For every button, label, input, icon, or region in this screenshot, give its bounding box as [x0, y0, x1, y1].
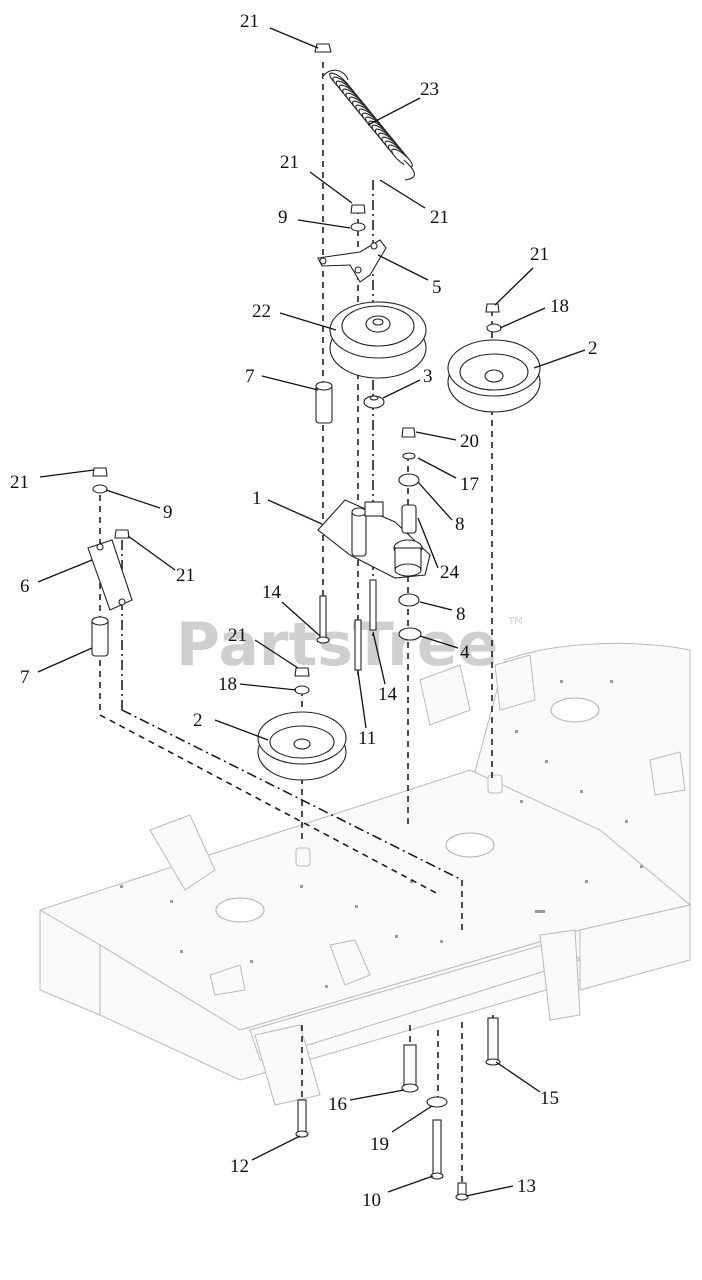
spacer-3: [363, 395, 385, 409]
partstree-watermark: PartsTree TM: [176, 610, 523, 680]
washer-9-top: [350, 204, 366, 232]
callout-20: 20: [460, 431, 479, 452]
callout-15: 15: [540, 1088, 559, 1109]
idler-pulley-2-left: [257, 667, 347, 781]
callout-7: 7: [20, 667, 30, 688]
callout-numbers: 21 23 21 21 9 5 21 18 22 2 7 3 20 17 21 …: [10, 11, 598, 1211]
watermark-text: PartsTree: [176, 610, 498, 680]
callout-1: 1: [252, 488, 262, 509]
callout-18: 18: [550, 296, 569, 317]
callout-24: 24: [440, 562, 460, 583]
bearing-stack: [398, 427, 422, 641]
callout-21: 21: [240, 11, 259, 32]
callout-21: 21: [176, 565, 195, 586]
callout-3: 3: [423, 366, 433, 387]
callout-22: 22: [252, 301, 271, 322]
callout-21: 21: [430, 207, 449, 228]
callout-2: 2: [193, 710, 203, 731]
callout-9: 9: [278, 207, 288, 228]
bracket-6: [87, 467, 133, 611]
callout-23: 23: [420, 79, 439, 100]
callout-6: 6: [20, 576, 30, 597]
bottom-hardware: [295, 1017, 501, 1201]
deck-spindle-hole-center: [445, 832, 495, 858]
callout-4: 4: [460, 642, 470, 663]
callout-7: 7: [245, 366, 255, 387]
spacer-7-lower: [91, 616, 109, 657]
callout-10: 10: [362, 1190, 381, 1211]
callout-leaders: [37, 27, 586, 1197]
callout-17: 17: [460, 474, 479, 495]
callout-21: 21: [530, 244, 549, 265]
callout-2: 2: [588, 338, 598, 359]
callout-8: 8: [456, 604, 466, 625]
deck-spindle-hole-right: [550, 697, 600, 723]
callout-21: 21: [280, 152, 299, 173]
callout-8: 8: [455, 514, 465, 535]
pivot-bracket-1: [317, 499, 431, 579]
callout-9: 9: [163, 502, 173, 523]
callout-11: 11: [358, 728, 376, 749]
callout-21: 21: [228, 625, 247, 646]
callout-19: 19: [370, 1134, 389, 1155]
spacer-7-upper: [315, 381, 333, 424]
watermark-trademark: TM: [507, 616, 523, 627]
spring-nut-top: [314, 43, 332, 53]
callout-16: 16: [328, 1094, 347, 1115]
idler-pulley-2-right: [447, 303, 541, 413]
callout-18: 18: [218, 674, 237, 695]
callout-5: 5: [432, 277, 442, 298]
deck-spindle-hole-left: [215, 897, 265, 923]
callout-12: 12: [230, 1156, 249, 1177]
callout-14: 14: [262, 582, 282, 603]
extension-spring: [321, 69, 415, 181]
mower-deck: [39, 642, 692, 1106]
bolts-14-11: [316, 579, 377, 671]
callout-21: 21: [10, 472, 29, 493]
idler-pulley-22: [329, 301, 427, 379]
callout-13: 13: [517, 1176, 536, 1197]
callout-14: 14: [378, 684, 398, 705]
deck-detail-marks: [120, 680, 643, 988]
idler-arm-bracket: [317, 239, 387, 283]
